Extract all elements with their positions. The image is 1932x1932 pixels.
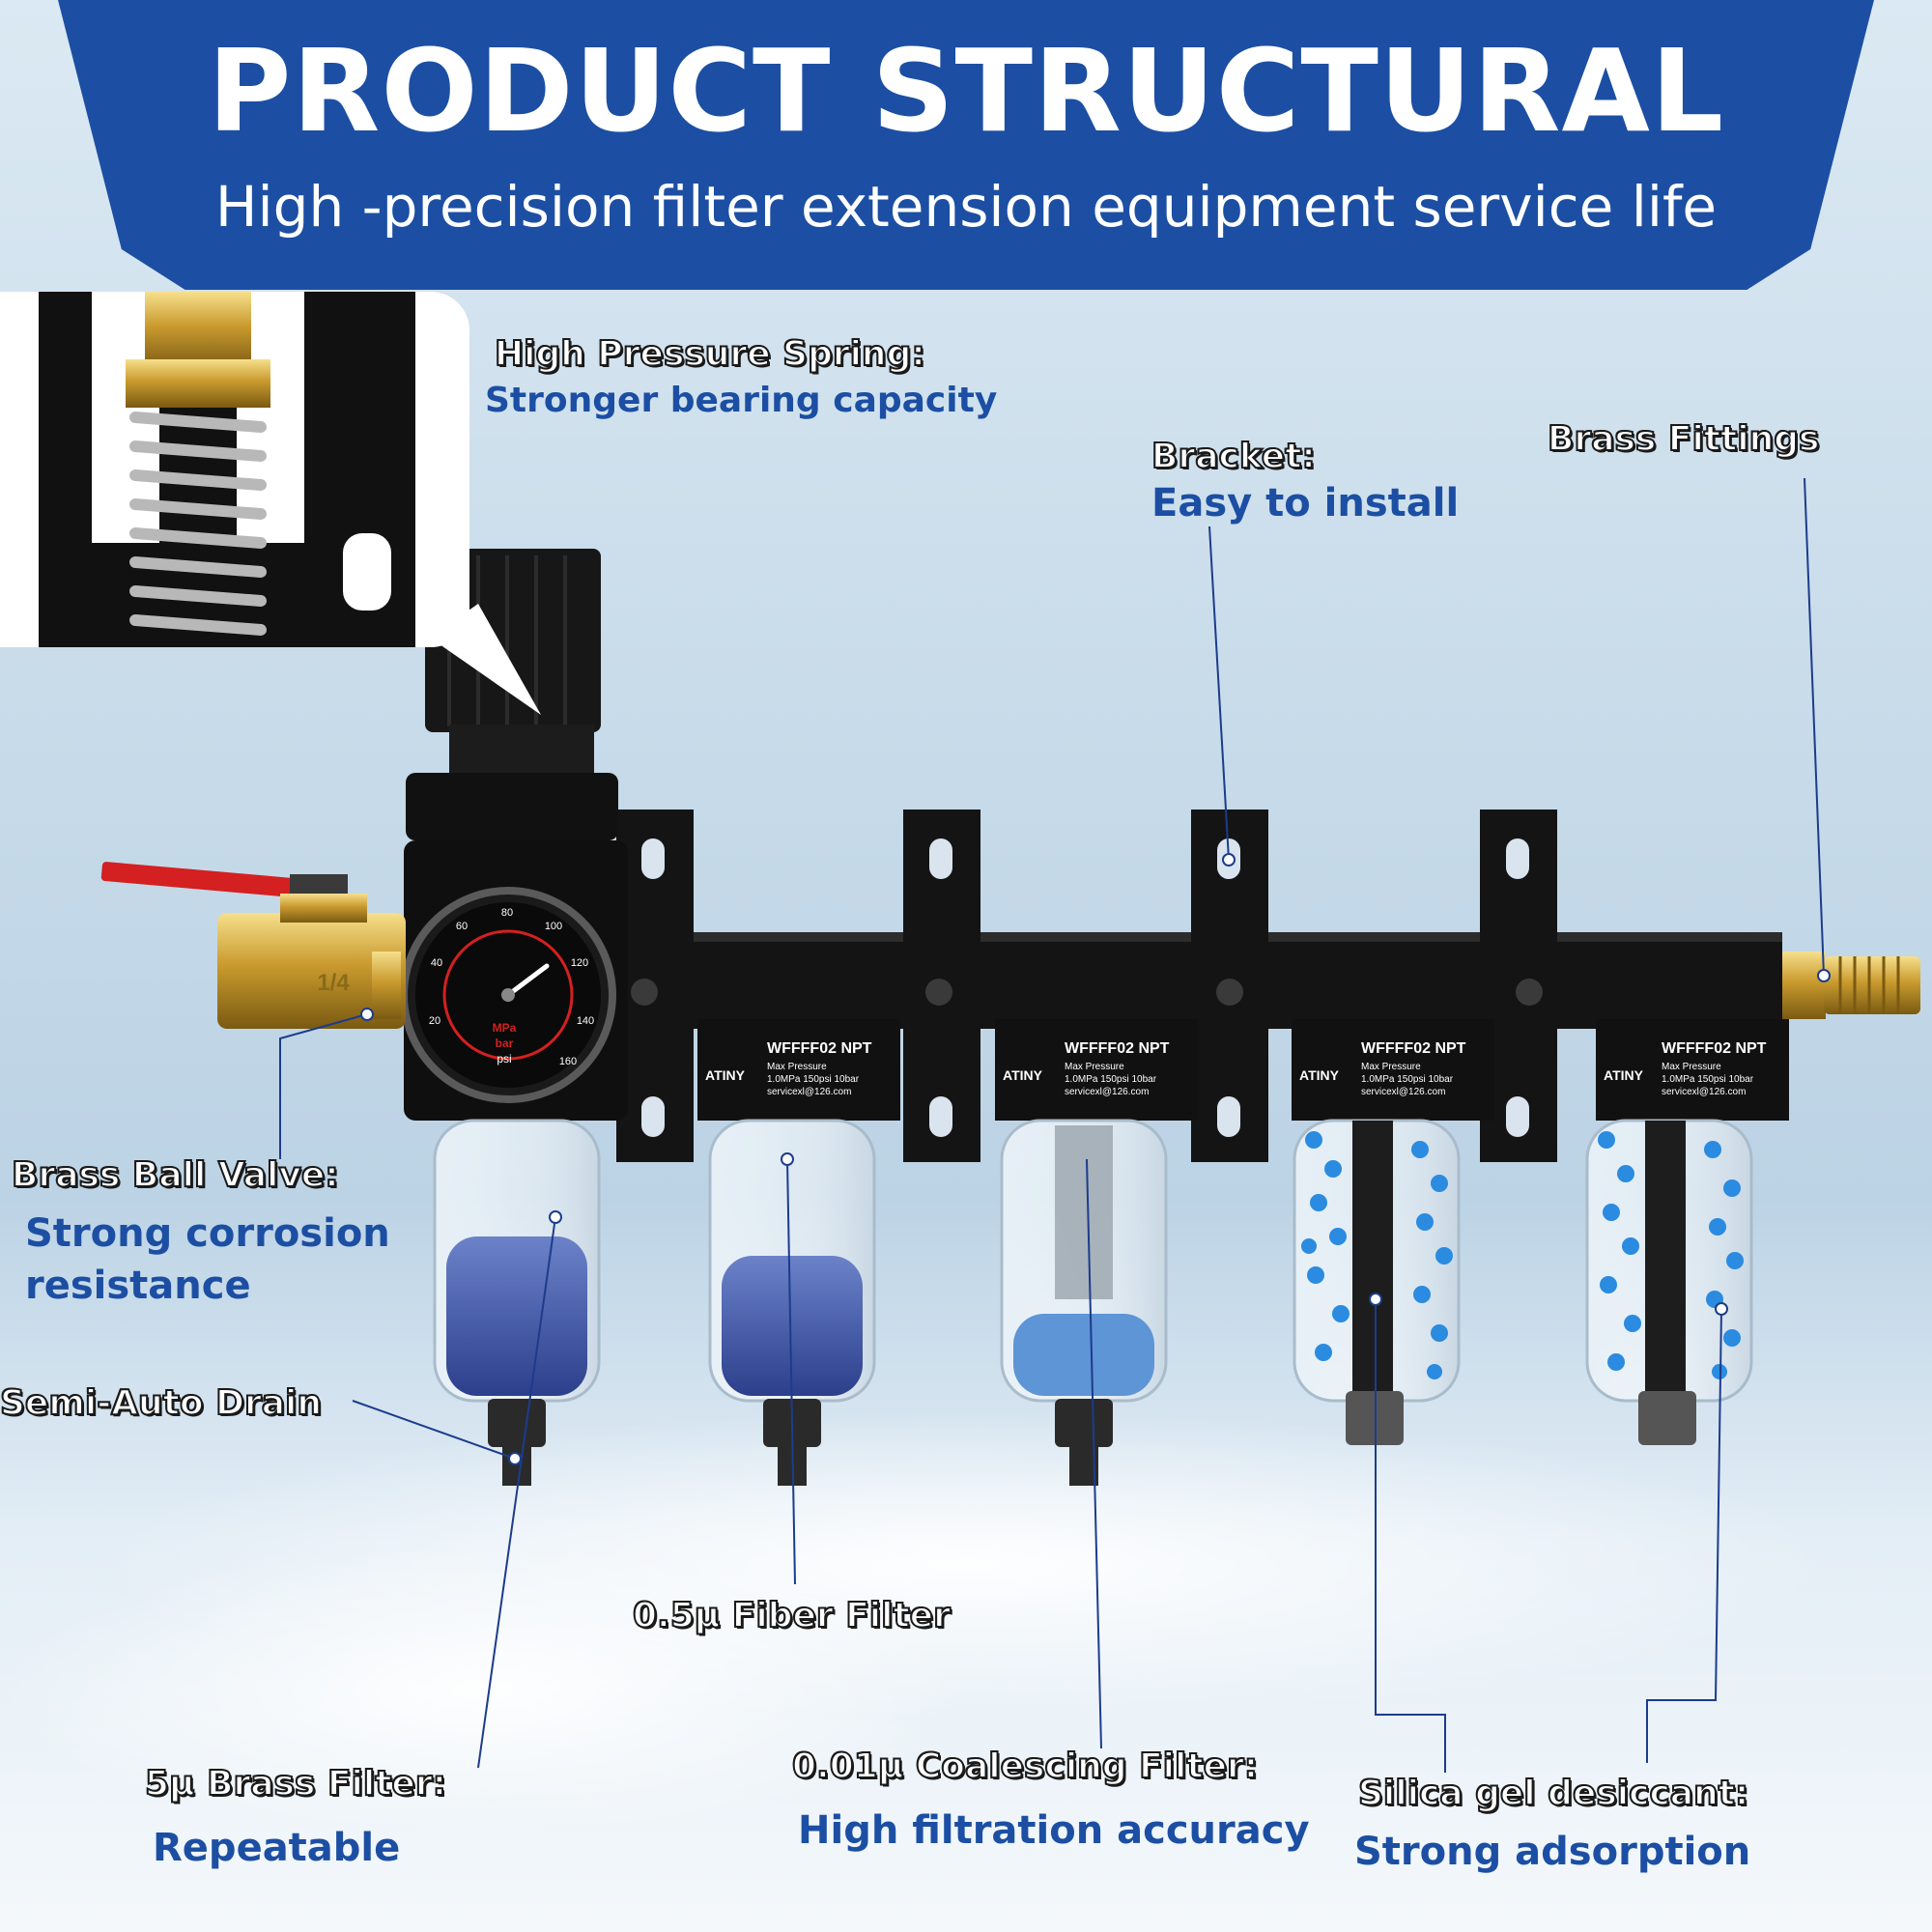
gauge-unit: psi	[497, 1052, 511, 1065]
tag-line: 1.0MPa 150psi 10bar	[1662, 1074, 1754, 1085]
model-number: WFFFF02 NPT	[1065, 1040, 1170, 1057]
callout-coalescing-desc: High filtration accuracy	[798, 1808, 1310, 1853]
callout-ball-valve-desc: Strong corrosion	[25, 1211, 390, 1256]
gauge-tick: 140	[577, 1015, 594, 1027]
header-banner	[58, 0, 1874, 290]
brand-logo: ATINY	[1299, 1067, 1339, 1083]
filter-tag: ATINY WFFFF02 NPT Max Pressure 1.0MPa 15…	[697, 1029, 900, 1116]
tag-line: servicexl@126.com	[1065, 1087, 1150, 1097]
callout-silica-desc: Strong adsorption	[1354, 1830, 1751, 1874]
brass-ball-valve	[217, 913, 406, 1029]
model-number: WFFFF02 NPT	[767, 1040, 872, 1057]
spring-cutaway	[39, 292, 415, 647]
gauge-tick: 60	[456, 921, 468, 932]
tag-line: Max Pressure	[1662, 1062, 1721, 1072]
callout-spring-desc: Stronger bearing capacity	[485, 381, 998, 420]
gauge-tick: 20	[429, 1015, 440, 1027]
gauge-tick: 120	[571, 957, 588, 969]
brand-logo: ATINY	[1604, 1067, 1643, 1083]
water-splash	[0, 1546, 966, 1835]
tag-line: servicexl@126.com	[1662, 1087, 1747, 1097]
filter-tag: ATINY WFFFF02 NPT Max Pressure 1.0MPa 15…	[995, 1029, 1198, 1116]
tag-line: servicexl@126.com	[767, 1087, 852, 1097]
brass-fitting	[1782, 952, 1826, 1019]
valve-handle	[100, 862, 296, 897]
gauge-unit: bar	[496, 1037, 514, 1050]
model-number: WFFFF02 NPT	[1361, 1040, 1466, 1057]
callout-brass-fittings-label: Brass Fittings	[1547, 418, 1820, 460]
gauge-tick: 80	[501, 907, 513, 919]
tag-line: 1.0MPa 150psi 10bar	[1361, 1074, 1454, 1085]
callout-brass-filter-label: 5μ Brass Filter:	[144, 1763, 447, 1804]
gauge-tick: 100	[545, 921, 562, 932]
callout-brass-filter-desc: Repeatable	[153, 1826, 401, 1870]
drain-valves	[488, 1391, 1696, 1486]
filter-tag: ATINY WFFFF02 NPT Max Pressure 1.0MPa 15…	[1596, 1029, 1789, 1116]
gauge-tick: 160	[559, 1056, 577, 1067]
page-subtitle: High -precision filter extension equipme…	[214, 174, 1718, 240]
model-number: WFFFF02 NPT	[1662, 1040, 1767, 1057]
gauge-tick: 40	[431, 957, 442, 969]
brand-logo: ATINY	[705, 1067, 745, 1083]
callout-spring-label: High Pressure Spring:	[494, 333, 926, 375]
gauge-needle	[505, 963, 550, 998]
page-title: PRODUCT STRUCTURAL	[207, 24, 1725, 157]
tag-line: 1.0MPa 150psi 10bar	[1065, 1074, 1157, 1085]
callout-bracket-desc: Easy to install	[1151, 481, 1460, 526]
callout-drain-label: Semi-Auto Drain	[0, 1382, 323, 1424]
callout-coalescing-label: 0.01μ Coalescing Filter:	[791, 1746, 1259, 1787]
callout-silica-label: Silica gel desiccant:	[1357, 1773, 1749, 1814]
tag-line: Max Pressure	[767, 1062, 827, 1072]
tag-line: servicexl@126.com	[1361, 1087, 1446, 1097]
filter-heads	[697, 1019, 1789, 1121]
callout-ball-valve-desc: resistance	[25, 1264, 251, 1308]
tag-line: Max Pressure	[1361, 1062, 1421, 1072]
tag-line: 1.0MPa 150psi 10bar	[767, 1074, 860, 1085]
filter-tag: ATINY WFFFF02 NPT Max Pressure 1.0MPa 15…	[1292, 1029, 1494, 1116]
tag-line: Max Pressure	[1065, 1062, 1124, 1072]
callout-ball-valve-label: Brass Ball Valve:	[11, 1154, 340, 1196]
callout-leader-lines	[279, 477, 1825, 1773]
gauge-unit: MPa	[493, 1021, 517, 1035]
callout-fiber-label: 0.5μ Fiber Filter	[632, 1595, 952, 1636]
callout-bracket-label: Bracket:	[1151, 436, 1317, 477]
spring-detail-inset	[0, 292, 469, 647]
silica-beads	[1301, 1131, 1744, 1379]
brand-logo: ATINY	[1003, 1067, 1042, 1083]
valve-marking: 1/4	[317, 970, 350, 996]
